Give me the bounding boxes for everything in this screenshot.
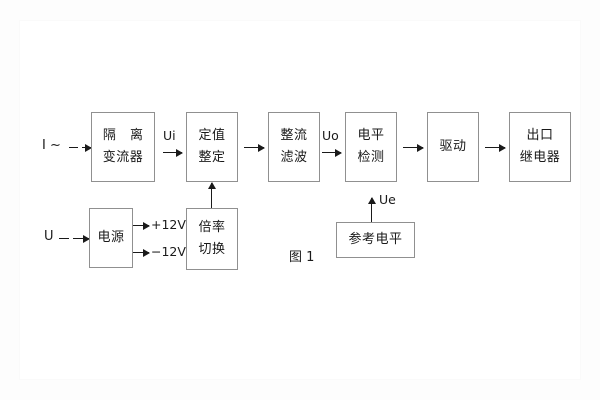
rail-negative-label: −12V [151,244,186,259]
signal-label-ue: Ue [379,192,396,207]
rail-negative-arrow [133,248,150,257]
block-isolation-transformer-line2: 变流器 [102,150,144,165]
signal-label-uo: Uo [322,128,339,143]
block-multiplier-switch-line1: 倍率 [198,219,226,235]
diagram-frame [19,20,581,380]
block-driver-line1: 驱动 [439,138,467,154]
arrow-level-to-driver [403,143,424,152]
voltage-input-label: U [44,229,54,244]
block-level-detect[interactable]: 电平 检测 [345,112,397,182]
block-reference-level[interactable]: 参考电平 [336,222,415,258]
block-power-supply-line1: 电源 [97,229,125,245]
figure-caption: 图 1 [289,250,315,265]
block-rectify-filter-line1: 整流 [280,127,308,143]
block-level-detect-line2: 检测 [357,150,385,165]
block-setpoint-adjust-line2: 整定 [198,150,226,165]
current-input-lead [69,147,78,148]
arrow-isolation-to-setpoint [163,148,183,157]
current-input-label: I ~ [42,138,61,153]
voltage-input-arrow [73,234,90,243]
block-rectify-filter-line2: 滤波 [280,150,308,165]
block-isolation-transformer-line1: 隔 离 [102,127,149,143]
rail-positive-arrow [133,221,150,230]
signal-label-ui: Ui [163,128,176,143]
voltage-input-lead [59,238,69,239]
block-setpoint-adjust[interactable]: 定值 整定 [186,112,238,182]
block-output-relay[interactable]: 出口 继电器 [509,112,571,182]
block-output-relay-line1: 出口 [526,127,554,143]
block-multiplier-switch[interactable]: 倍率 切换 [186,208,238,270]
arrow-reference-to-level [367,197,376,222]
arrow-multiplier-to-setpoint [207,182,216,208]
block-multiplier-switch-line2: 切换 [198,242,226,257]
block-output-relay-line2: 继电器 [519,150,561,165]
block-setpoint-adjust-line1: 定值 [198,127,226,143]
block-reference-level-line1: 参考电平 [348,231,403,247]
rail-positive-label: +12V [151,217,186,232]
block-level-detect-line1: 电平 [357,127,385,143]
block-isolation-transformer[interactable]: 隔 离 变流器 [91,112,155,182]
block-driver[interactable]: 驱动 [427,112,479,182]
block-power-supply[interactable]: 电源 [89,208,133,268]
current-input-arrow [82,143,92,152]
block-rectify-filter[interactable]: 整流 滤波 [268,112,320,182]
arrow-driver-to-relay [485,143,506,152]
arrow-rectify-to-level [322,148,342,157]
arrow-setpoint-to-rectify [244,143,265,152]
